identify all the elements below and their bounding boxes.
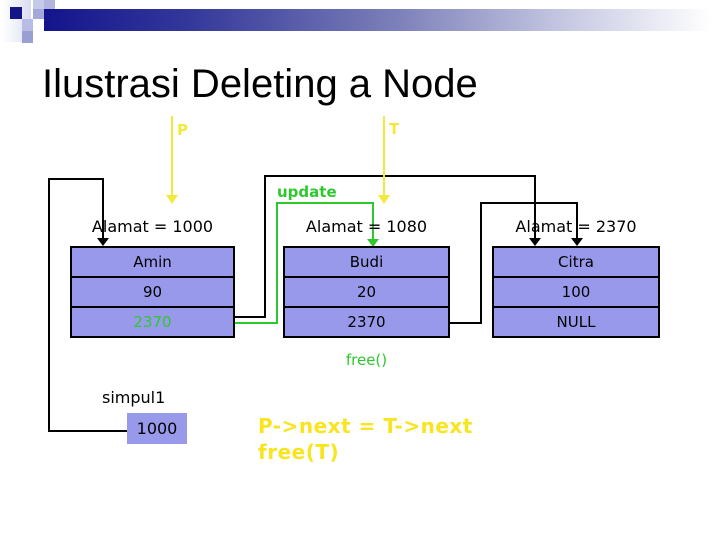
simpul1-link-bottom [48,430,127,432]
banner-gradient-bar [44,9,712,31]
simpul1-value-box: 1000 [127,413,187,444]
node2-next-link-drop [576,202,578,238]
simpul1-link-drop [102,178,104,238]
node1-value-cell: 90 [72,276,233,306]
simpul1-link-top [48,178,104,180]
t-pointer-arrow-line [383,116,385,196]
node3-box: Citra 100 NULL [492,246,660,338]
node2-name-cell: Budi [349,253,384,271]
node1-next-link-across [264,175,536,177]
node1-box: Amin 90 2370 [70,246,235,338]
update-link-across [276,202,374,204]
slide-title: Ilustrasi Deleting a Node [42,62,478,106]
update-link-up [276,202,278,324]
code-line-2: free(T) [258,440,340,464]
update-link-out [233,322,278,324]
update-arrowhead-icon [367,239,379,247]
node3-address-label: Alamat = 2370 [515,217,637,236]
node3-value-cell: 100 [494,276,658,306]
p-pointer-arrow-line [171,116,173,196]
node1-next-link-out [233,316,266,318]
node2-next-cell: 2370 [285,306,448,336]
simpul1-link-arrowhead-icon [97,238,109,246]
node2-next-link-up [480,202,482,324]
p-pointer-label: P [177,121,188,139]
banner-square-navy [10,7,22,19]
banner-square-5 [22,31,33,43]
update-label: update [277,183,337,201]
t-pointer-label: T [389,120,400,138]
banner-square-3 [33,9,44,19]
node2-next-link-across [480,202,578,204]
t-pointer-arrowhead-icon [378,195,390,204]
free-label: free() [345,351,388,369]
node1-next-cell: 2370 [72,306,233,336]
node1-name-cell: Amin [133,253,172,271]
code-line-1: P->next = T->next [258,414,473,438]
simpul1-link-vertical [48,178,50,432]
node1-address-label: Alamat = 1000 [91,217,214,236]
node2-address-label: Alamat = 1080 [305,217,428,236]
node2-next-link-out [448,322,482,324]
node2-box: Budi 20 2370 [283,246,450,338]
banner-square-2 [44,0,55,9]
node2-value-cell: 20 [285,276,448,306]
simpul1-label: simpul1 [102,388,166,407]
update-link-drop [372,202,374,240]
banner-square-1 [33,0,44,9]
node1-next-link-up [264,175,266,318]
node1-next-link-drop [534,175,536,238]
banner-square-4 [22,19,33,31]
node3-name-cell: Citra [558,253,594,271]
node3-next-cell: NULL [494,306,658,336]
p-pointer-arrowhead-icon [166,195,178,204]
node2-next-arrowhead-icon [571,238,583,246]
node1-next-arrowhead-icon [529,238,541,246]
